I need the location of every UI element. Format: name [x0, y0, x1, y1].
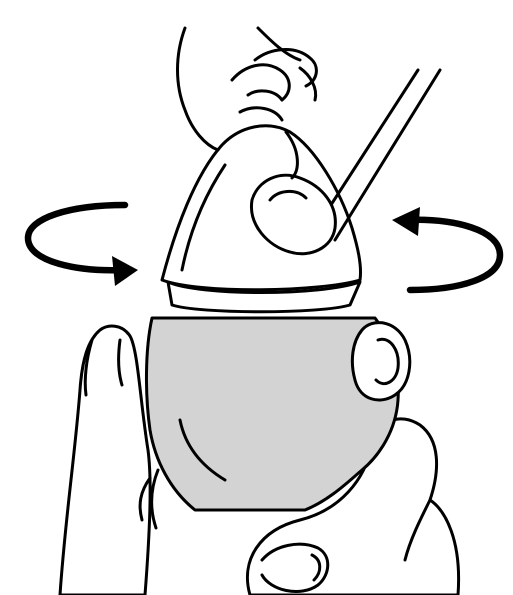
rotate-arrow-left	[28, 205, 138, 286]
right-thumb	[352, 323, 409, 400]
rotate-arrow-right	[392, 207, 500, 290]
